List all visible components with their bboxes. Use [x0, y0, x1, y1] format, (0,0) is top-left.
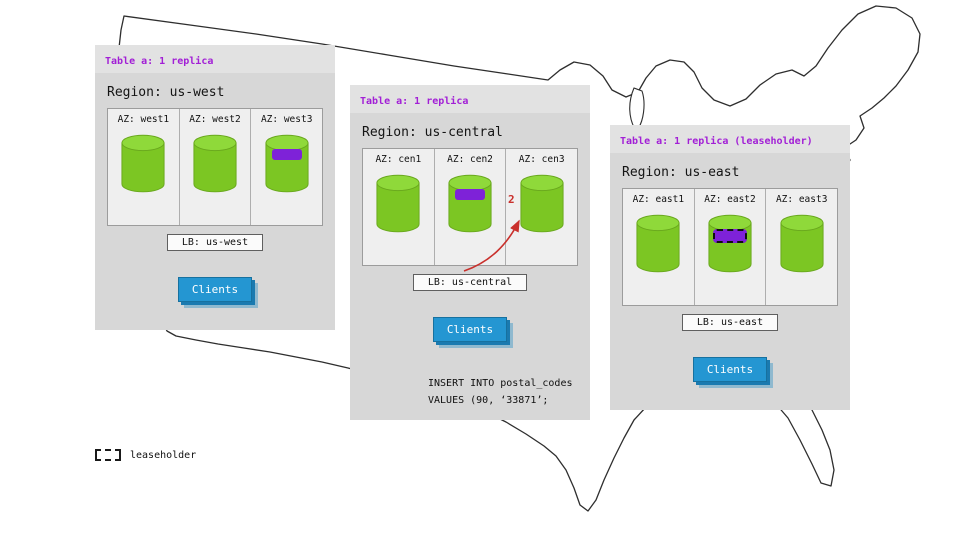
panel-header-us-central: Table a: 1 replica	[350, 85, 590, 113]
az-column-cen2: AZ: cen2	[435, 149, 507, 265]
az-label: AZ: cen3	[518, 154, 565, 165]
arrow-step-label: 2	[508, 193, 515, 206]
az-label: AZ: east1	[632, 194, 685, 205]
az-label: AZ: east2	[704, 194, 756, 205]
table-replica-label: Table a: 1 replica	[105, 56, 214, 67]
region-title-us-central: Region: us-central	[362, 125, 503, 140]
panel-us-central: Table a: 1 replica Region: us-central AZ…	[350, 85, 590, 420]
database-icon	[193, 134, 237, 193]
legend-leaseholder: leaseholder	[95, 449, 196, 461]
az-column-west1: AZ: west1	[108, 109, 180, 225]
panel-us-east: Table a: 1 replica (leaseholder) Region:…	[610, 125, 850, 410]
clients-button[interactable]: Clients	[692, 357, 768, 382]
clients-button[interactable]: Clients	[432, 317, 508, 342]
database-icon	[265, 134, 309, 193]
legend-label: leaseholder	[130, 449, 197, 461]
panel-header-us-east: Table a: 1 replica (leaseholder)	[610, 125, 850, 153]
database-node	[707, 213, 753, 275]
table-replica-label: Table a: 1 replica	[360, 96, 469, 107]
region-title-us-west: Region: us-west	[107, 85, 225, 100]
az-label: AZ: west2	[189, 114, 241, 125]
az-column-east2: AZ: east2	[695, 189, 767, 305]
az-column-cen3: AZ: cen3	[506, 149, 577, 265]
sql-line-2: VALUES (90, ‘33871’;	[428, 394, 549, 406]
az-column-west2: AZ: west2	[180, 109, 252, 225]
az-column-east1: AZ: east1	[623, 189, 695, 305]
az-container: AZ: west1 AZ: west2 AZ: west3	[107, 108, 323, 226]
az-label: AZ: west1	[117, 114, 170, 125]
database-icon	[636, 214, 680, 273]
az-label: AZ: cen1	[375, 154, 422, 165]
az-container: AZ: cen1 AZ: cen2 AZ: cen3	[362, 148, 578, 266]
database-node	[264, 133, 310, 195]
database-icon	[520, 174, 564, 233]
sql-line-1: INSERT INTO postal_codes	[428, 378, 573, 389]
load-balancer-label: LB: us-west	[166, 234, 264, 251]
database-icon	[780, 214, 824, 273]
replica-marker	[271, 149, 302, 160]
az-label: AZ: cen2	[447, 154, 493, 165]
database-node	[447, 173, 493, 235]
table-replica-label: Table a: 1 replica (leaseholder)	[620, 136, 813, 147]
sql-statement: INSERT INTO postal_codes VALUES (90, ‘33…	[428, 376, 582, 409]
database-icon	[376, 174, 420, 233]
database-icon	[708, 214, 752, 273]
load-balancer-label: LB: us-central	[412, 274, 528, 291]
az-container: AZ: east1 AZ: east2 AZ: east3	[622, 188, 838, 306]
database-node	[120, 133, 166, 195]
az-column-east3: AZ: east3	[766, 189, 837, 305]
database-node	[635, 213, 681, 275]
database-node	[519, 173, 565, 235]
database-node	[192, 133, 238, 195]
load-balancer-label: LB: us-east	[681, 314, 779, 331]
replica-marker	[455, 189, 485, 200]
leaseholder-swatch-icon	[95, 449, 121, 461]
panel-us-west: Table a: 1 replica Region: us-west AZ: w…	[95, 45, 335, 330]
database-icon	[448, 174, 492, 233]
az-column-west3: AZ: west3	[251, 109, 322, 225]
panel-header-us-west: Table a: 1 replica	[95, 45, 335, 73]
database-icon	[121, 134, 165, 193]
database-node	[375, 173, 421, 235]
leaseholder-marker	[713, 229, 747, 243]
az-label: AZ: east3	[775, 194, 828, 205]
region-title-us-east: Region: us-east	[622, 165, 740, 180]
database-node	[779, 213, 825, 275]
clients-button[interactable]: Clients	[177, 277, 253, 302]
az-column-cen1: AZ: cen1	[363, 149, 435, 265]
az-label: AZ: west3	[260, 114, 313, 125]
